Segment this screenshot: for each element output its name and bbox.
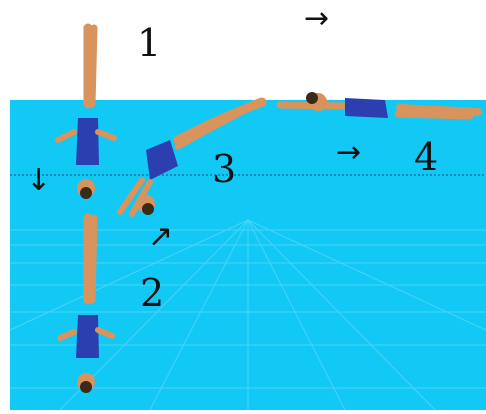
arrow-up-right-icon: ↗ <box>148 222 173 252</box>
stage-label-3: 3 <box>212 150 236 188</box>
arrow-above-water-icon: → <box>304 4 329 34</box>
stage-label-2: 2 <box>140 274 164 312</box>
arrow-right-water-icon: → <box>336 138 361 168</box>
stage-label-1: 1 <box>137 24 161 62</box>
stage-label-4: 4 <box>414 138 438 176</box>
arrow-down-icon: ↓ <box>26 166 51 196</box>
